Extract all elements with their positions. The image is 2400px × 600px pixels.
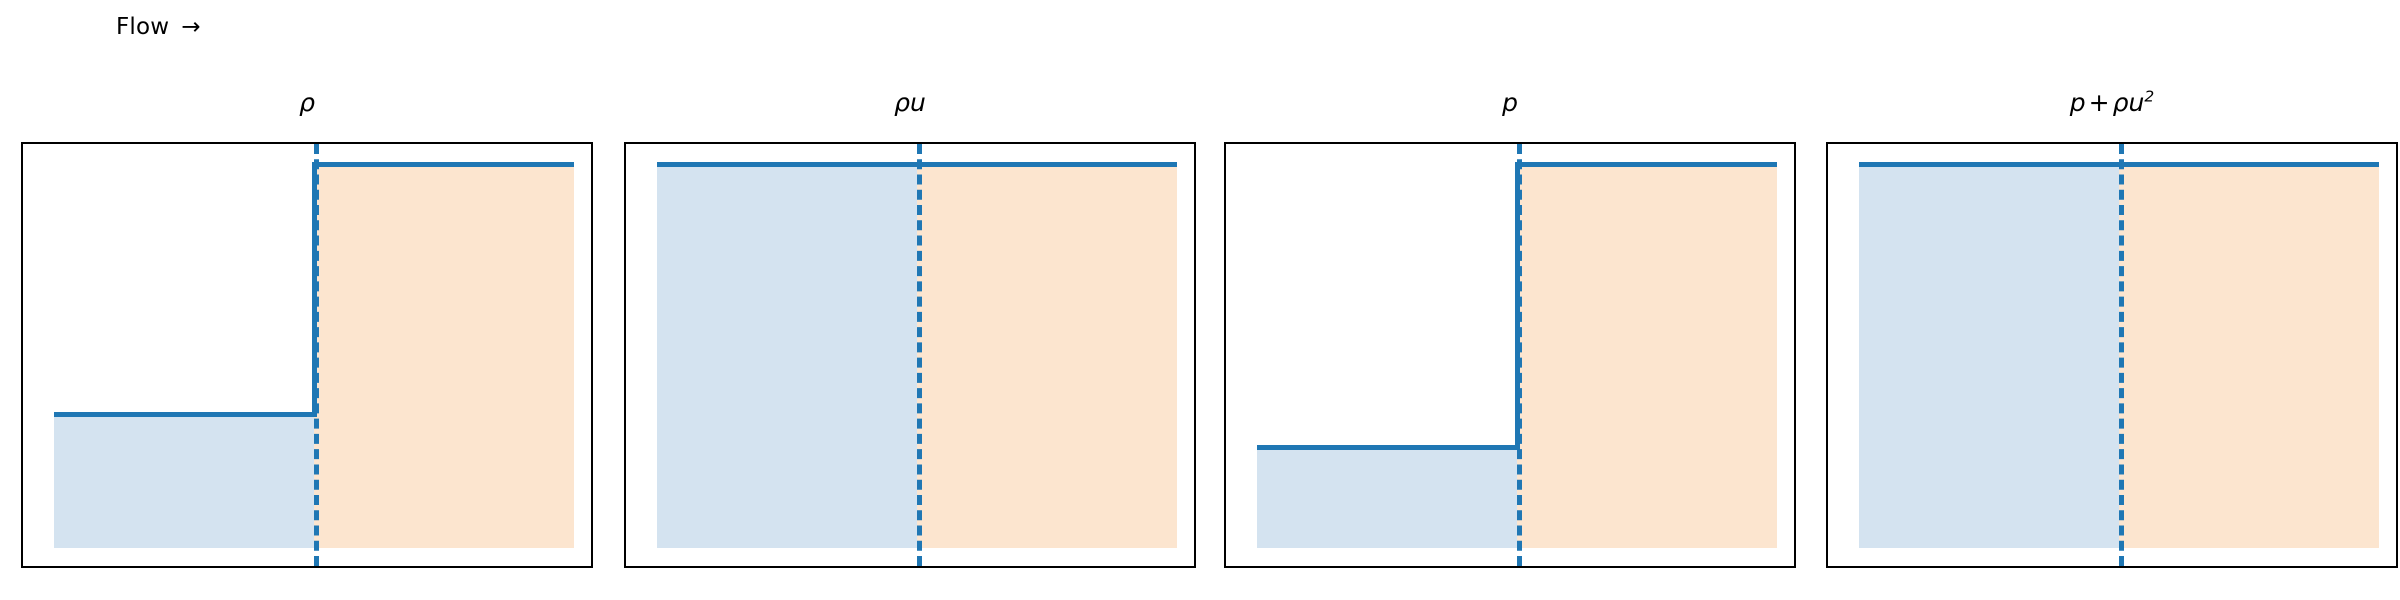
step-segment-downstream-momentum-flux — [2119, 161, 2379, 167]
downstream-region-pressure — [1517, 164, 1777, 549]
panel-title-momentum-flux: p+ρu2 — [1826, 87, 2398, 117]
plot-area-density — [54, 144, 574, 549]
panel-density: ρ — [21, 90, 593, 570]
title-second: ρu — [2112, 88, 2145, 117]
shock-location-line-pressure — [1517, 144, 1523, 566]
panel-mass-flux: ρu — [624, 90, 1196, 570]
upstream-region-mass-flux — [657, 164, 918, 549]
panel-pressure: p — [1224, 90, 1796, 570]
title-main: ρ — [299, 88, 315, 117]
step-segment-upstream-momentum-flux — [1859, 161, 2120, 167]
plot-area-momentum-flux — [1859, 144, 2379, 549]
axes-momentum-flux — [1826, 142, 2398, 568]
title-main: p — [2069, 88, 2086, 117]
downstream-region-momentum-flux — [2119, 164, 2379, 549]
step-segment-upstream-mass-flux — [657, 161, 918, 167]
panel-title-density: ρ — [21, 90, 593, 115]
title-main: p — [1502, 88, 1518, 117]
panel-title-pressure: p — [1224, 90, 1796, 115]
panel-momentum-flux: p+ρu2 — [1826, 87, 2398, 570]
step-segment-downstream-pressure — [1517, 161, 1777, 167]
upstream-region-momentum-flux — [1859, 164, 2120, 549]
plot-area-pressure — [1257, 144, 1777, 549]
axes-density — [21, 142, 593, 568]
title-exponent: 2 — [2144, 87, 2155, 106]
flow-direction-annotation: Flow → — [116, 14, 201, 40]
downstream-region-density — [314, 164, 574, 549]
upstream-region-pressure — [1257, 447, 1518, 549]
title-main: ρu — [894, 88, 926, 117]
panel-title-mass-flux: ρu — [624, 90, 1196, 115]
axes-pressure — [1224, 142, 1796, 568]
axes-mass-flux — [624, 142, 1196, 568]
shock-location-line-mass-flux — [917, 144, 923, 566]
step-segment-upstream-pressure — [1257, 444, 1518, 450]
flow-label-text: Flow — [116, 14, 170, 40]
upstream-region-density — [54, 414, 315, 549]
plot-area-mass-flux — [657, 144, 1177, 549]
step-segment-upstream-density — [54, 412, 315, 418]
downstream-region-mass-flux — [917, 164, 1177, 549]
flow-arrow-icon: → — [181, 14, 201, 40]
step-segment-downstream-mass-flux — [917, 161, 1177, 167]
shock-location-line-density — [314, 144, 320, 566]
title-operator: + — [2088, 88, 2110, 117]
shock-location-line-momentum-flux — [2119, 144, 2125, 566]
step-segment-downstream-density — [314, 161, 574, 167]
